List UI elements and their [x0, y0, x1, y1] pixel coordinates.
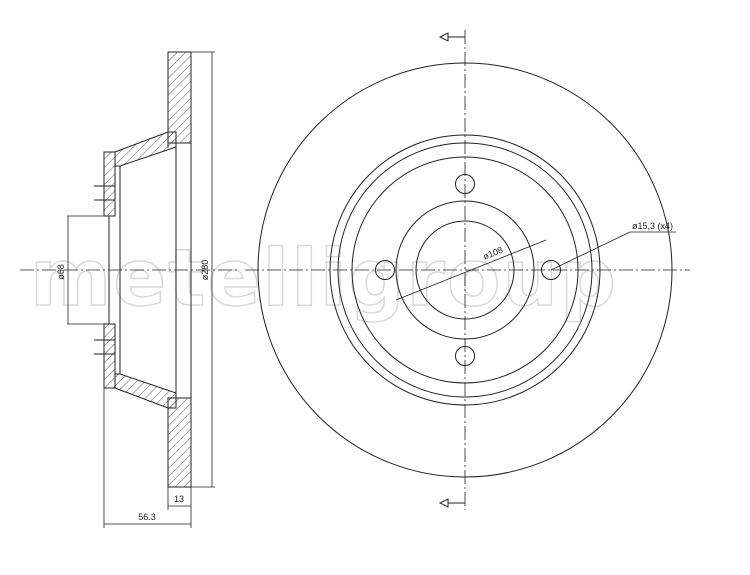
friction-ring-top [167, 51, 192, 144]
watermark-text: metelligroup [30, 234, 618, 324]
mounting-flange-bottom [103, 323, 116, 389]
hat-shell-top [114, 131, 177, 167]
front-view [245, 30, 690, 510]
bolt-holes-label: ø15,3 (x4) [632, 221, 673, 231]
outer-diameter-label: ø280 [200, 260, 210, 281]
thickness-label: 13 [174, 494, 184, 504]
offset-label: 56.3 [138, 512, 156, 522]
mounting-flange-top [103, 151, 116, 217]
front-dimensions [395, 231, 676, 301]
center-bore-label: ø68 [56, 264, 66, 280]
side-dimensions [67, 51, 215, 528]
friction-ring-bottom [167, 397, 192, 488]
section-arrows [438, 32, 465, 508]
side-section-view [20, 51, 240, 488]
hat-shell-bottom [114, 373, 177, 409]
